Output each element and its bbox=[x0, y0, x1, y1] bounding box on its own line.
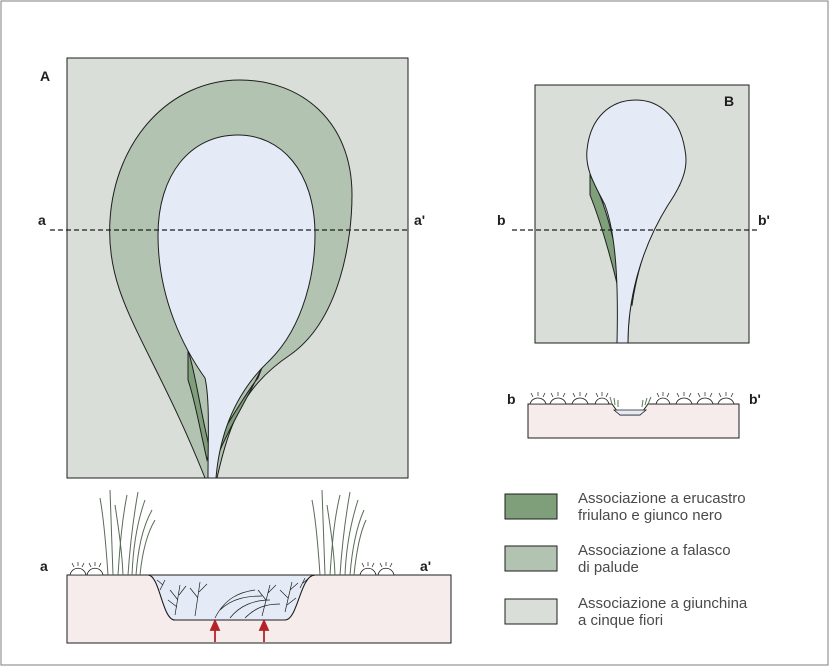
section-b-water bbox=[614, 410, 646, 415]
section-a-left-label: a bbox=[38, 212, 46, 228]
profile-a-right-label: a' bbox=[420, 558, 431, 574]
legend-item-giunchina-line2: a cinque fiori bbox=[578, 612, 778, 629]
profile-b-right-label: b' bbox=[749, 391, 761, 407]
profile-a-left-label: a bbox=[40, 558, 48, 574]
section-a-tussock-tufts bbox=[72, 562, 392, 567]
legend-swatch-falasco bbox=[505, 546, 557, 571]
section-a-reeds-right bbox=[312, 490, 366, 575]
section-b-edge-vegetation bbox=[610, 397, 651, 407]
section-a-reeds-left bbox=[100, 490, 155, 575]
legend-item-erucastro-line1: Associazione a erucastro bbox=[578, 490, 778, 507]
profile-b-left-label: b bbox=[507, 391, 516, 407]
section-b-tussocks bbox=[530, 398, 734, 404]
legend-swatch-giunchina bbox=[505, 599, 557, 624]
panel-b-label: B bbox=[724, 93, 734, 109]
panel-a-label: A bbox=[40, 68, 50, 84]
section-b-tussock-tufts bbox=[531, 392, 733, 397]
panel-a-map bbox=[67, 58, 408, 478]
legend-item-falasco-line1: Associazione a falasco bbox=[578, 542, 778, 559]
section-a-profile bbox=[67, 490, 451, 643]
section-a-right-label: a' bbox=[414, 212, 425, 228]
legend-item-erucastro-line2: friulano e giunco nero bbox=[578, 507, 778, 524]
legend-item-giunchina-line1: Associazione a giunchina bbox=[578, 595, 778, 612]
section-b-right-label: b' bbox=[758, 212, 770, 228]
legend-item-falasco: Associazione a falasco di palude bbox=[578, 542, 778, 576]
panel-b-map bbox=[535, 85, 749, 343]
legend-swatch-erucastro bbox=[505, 494, 557, 519]
legend-item-falasco-line2: di palude bbox=[578, 559, 778, 576]
legend-item-giunchina: Associazione a giunchina a cinque fiori bbox=[578, 595, 778, 629]
section-b-left-label: b bbox=[497, 212, 506, 228]
section-a-water bbox=[148, 575, 315, 620]
section-b-ground bbox=[528, 404, 739, 438]
legend-item-erucastro: Associazione a erucastro friulano e giun… bbox=[578, 490, 778, 524]
legend-swatches bbox=[505, 494, 557, 624]
section-b-profile bbox=[528, 392, 739, 438]
